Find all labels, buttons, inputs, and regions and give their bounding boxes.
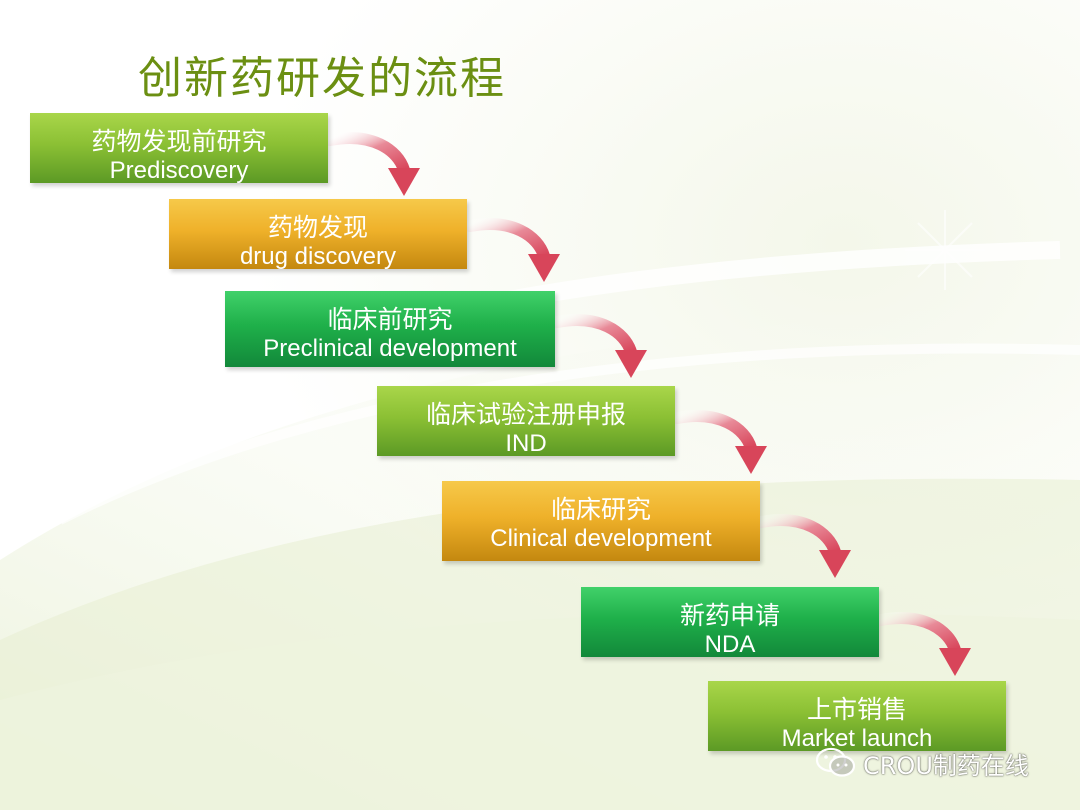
step-clinical: 临床研究 Clinical development — [442, 481, 760, 561]
watermark-text: CROU制药在线 — [863, 751, 1029, 780]
step-market-launch: 上市销售 Market launch — [708, 681, 1006, 751]
step-label-zh: 上市销售 — [806, 695, 907, 724]
step-label-zh: 临床前研究 — [327, 305, 453, 334]
step-label-en: Preclinical development — [263, 335, 517, 362]
step-label-en: Clinical development — [490, 525, 712, 552]
step-label-zh: 临床研究 — [550, 495, 651, 524]
step-preclinical: 临床前研究 Preclinical development — [225, 291, 555, 367]
watermark: CROU制药在线 — [815, 747, 1029, 780]
step-label-en: NDA — [704, 631, 756, 657]
step-label-en: Prediscovery — [109, 157, 249, 183]
step-label-zh: 新药申请 — [679, 601, 780, 630]
step-drug-discovery: 药物发现 drug discovery — [169, 199, 467, 269]
wechat-icon — [815, 747, 856, 777]
step-nda: 新药申请 NDA — [581, 587, 879, 657]
step-label-zh: 临床试验注册申报 — [425, 400, 626, 429]
slide-title: 创新药研发的流程 — [138, 53, 506, 104]
step-label-zh: 药物发现前研究 — [91, 127, 267, 156]
step-prediscovery: 药物发现前研究 Prediscovery — [30, 113, 328, 183]
step-label-en: IND — [505, 430, 547, 456]
step-label-zh: 药物发现 — [267, 213, 368, 242]
step-label-en: Market launch — [781, 725, 933, 751]
step-label-en: drug discovery — [239, 243, 397, 269]
step-ind: 临床试验注册申报 IND — [377, 386, 675, 456]
